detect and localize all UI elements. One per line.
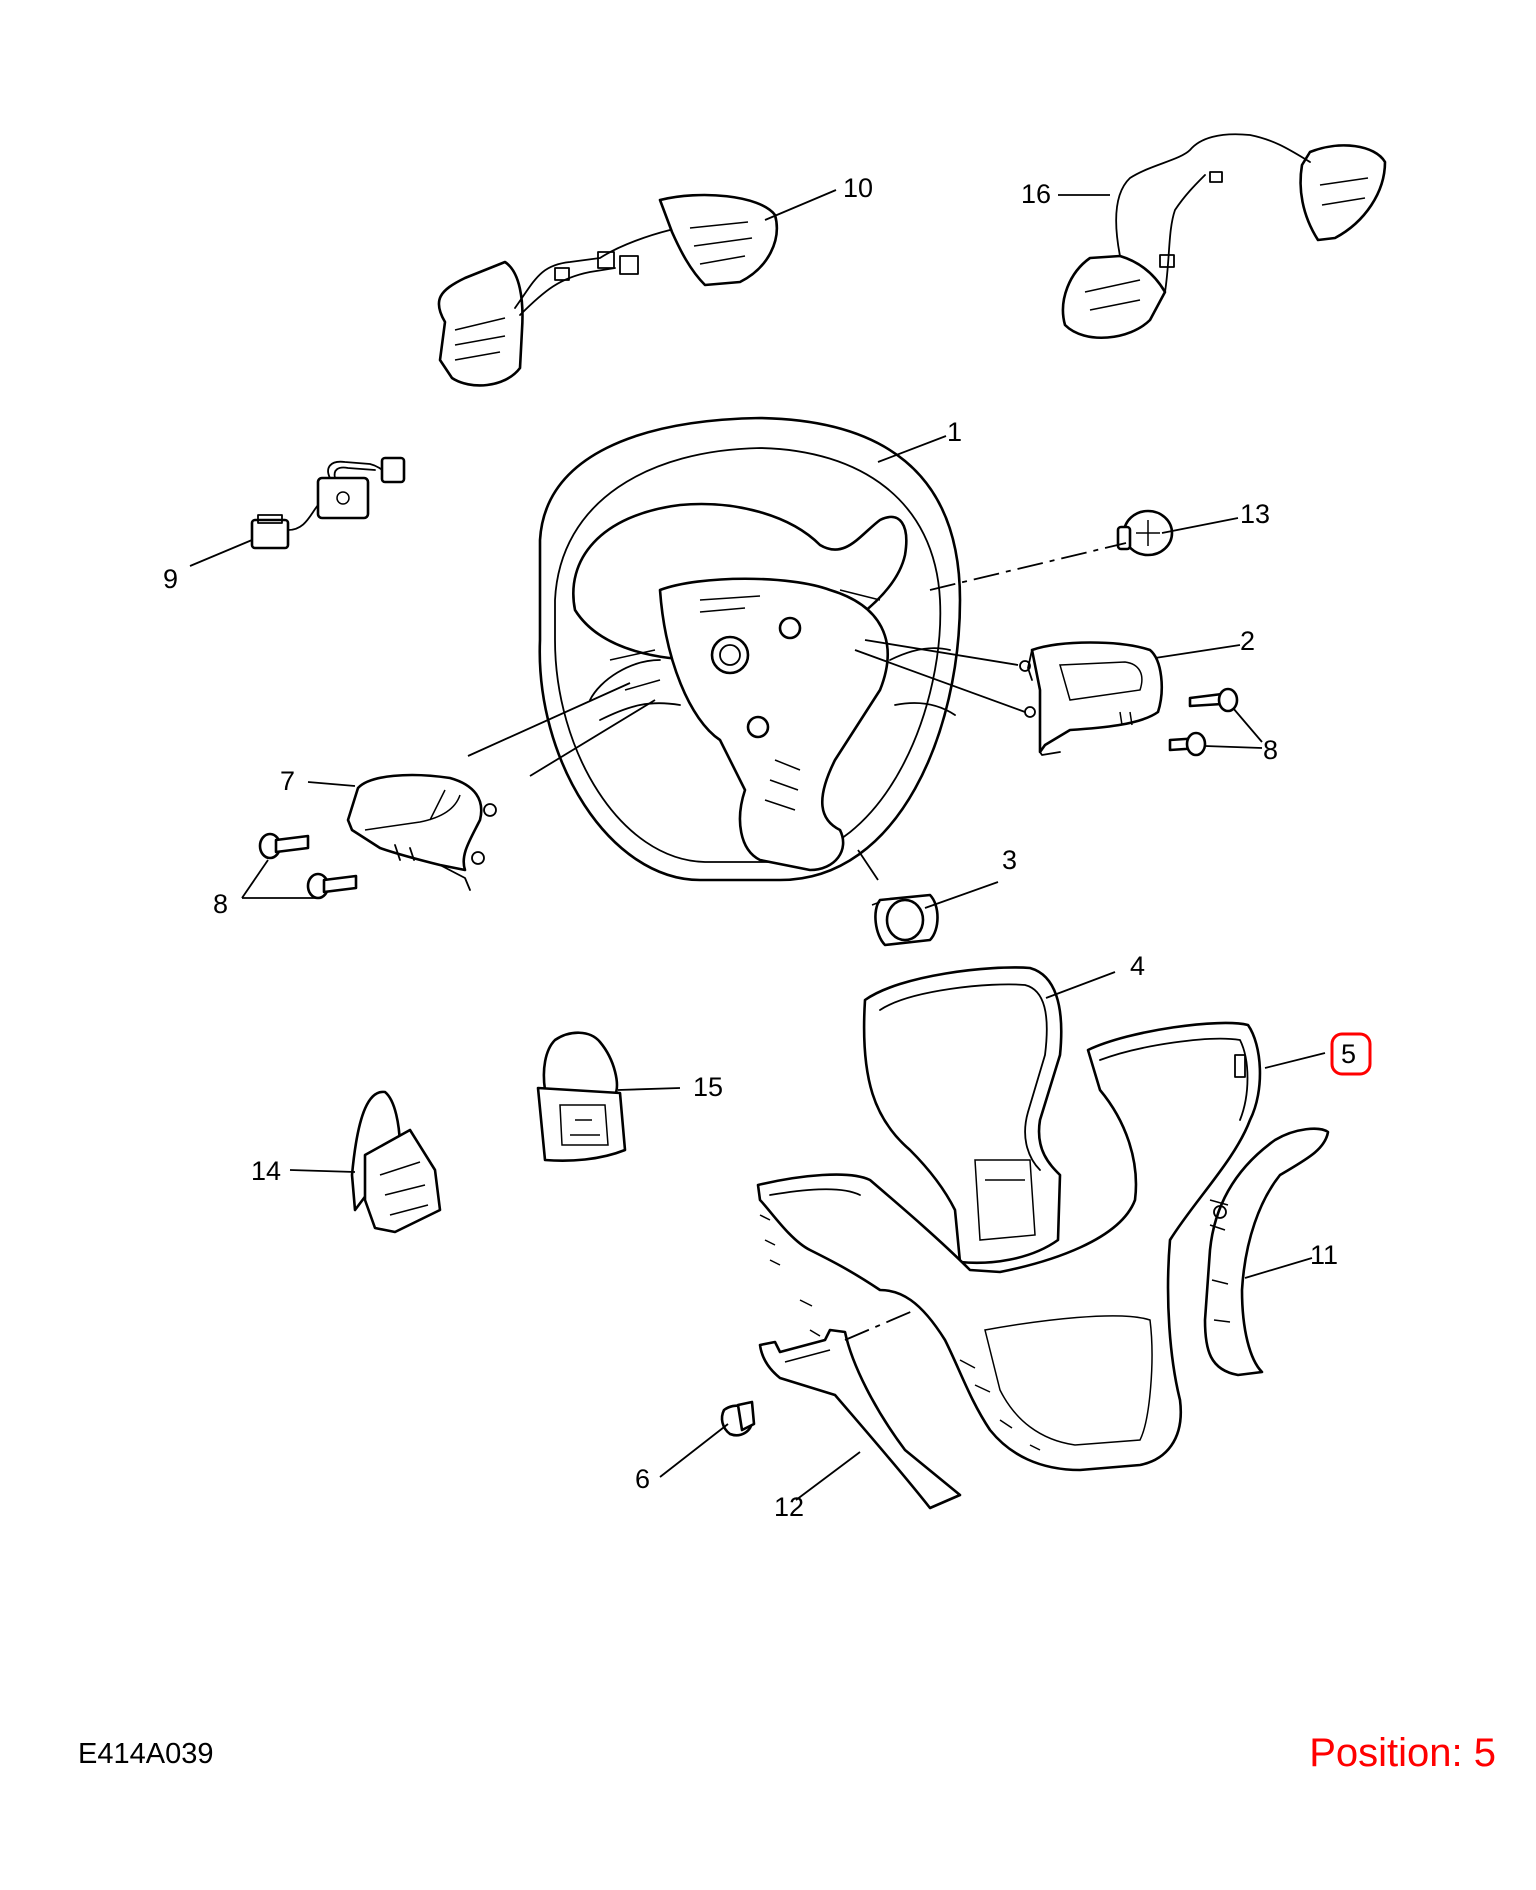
position-prefix: Position: — [1309, 1731, 1463, 1775]
part-8-screws-left[interactable] — [258, 832, 358, 900]
part-4-airbag-cover[interactable] — [862, 966, 1063, 1265]
callout-15: 15 — [693, 1072, 723, 1102]
callout-11: 11 — [1310, 1240, 1338, 1270]
assembly-axis-line-lower — [844, 1309, 916, 1341]
callout-8-left: 8 — [213, 889, 228, 919]
position-value: 5 — [1473, 1731, 1496, 1775]
drawing-code: E414A039 — [78, 1738, 214, 1770]
callout-4: 4 — [1130, 951, 1145, 981]
part-7-left-switch-bezel[interactable] — [346, 773, 497, 891]
callout-1: 1 — [947, 417, 962, 447]
part-5-lower-trim-bezel[interactable] — [756, 1021, 1262, 1472]
callout-14: 14 — [251, 1156, 281, 1186]
callout-6: 6 — [635, 1464, 650, 1494]
part-15-paddle-switch[interactable] — [536, 1031, 627, 1162]
callout-16: 16 — [1021, 179, 1051, 209]
part-14-paddle-switch[interactable] — [350, 1090, 442, 1234]
part-3-nut[interactable] — [871, 893, 939, 947]
part-6-screw[interactable] — [720, 1400, 756, 1437]
callout-5[interactable]: 5 — [1341, 1039, 1356, 1069]
callout-2: 2 — [1240, 626, 1255, 656]
callout-8-right: 8 — [1263, 735, 1278, 765]
part-8-screws-right[interactable] — [1168, 687, 1239, 757]
part-1-steering-wheel[interactable] — [538, 416, 962, 882]
callout-9: 9 — [163, 564, 178, 594]
part-11-right-trim[interactable] — [1203, 1127, 1330, 1377]
assembly-axis-line — [929, 542, 1127, 591]
position-label: Position: 5 — [1309, 1731, 1496, 1776]
callout-13: 13 — [1240, 499, 1270, 529]
callout-7: 7 — [280, 766, 295, 796]
callout-labels: 1 2 3 4 6 7 8 8 9 10 11 12 13 14 15 16 5 — [163, 173, 1372, 1522]
part-13-bolt[interactable] — [1116, 509, 1174, 557]
part-10-switch-pack[interactable] — [437, 193, 779, 387]
part-2-right-switch-bezel[interactable] — [1019, 641, 1164, 756]
part-16-switch-pack[interactable] — [1061, 133, 1387, 340]
callout-12: 12 — [774, 1492, 804, 1522]
part-9-harness[interactable] — [250, 456, 406, 550]
leader-lines — [189, 189, 1326, 1501]
highlight-frame — [1330, 1032, 1372, 1076]
callout-3: 3 — [1002, 845, 1017, 875]
callout-10: 10 — [843, 173, 873, 203]
part-12-lower-trim[interactable] — [758, 1328, 962, 1510]
